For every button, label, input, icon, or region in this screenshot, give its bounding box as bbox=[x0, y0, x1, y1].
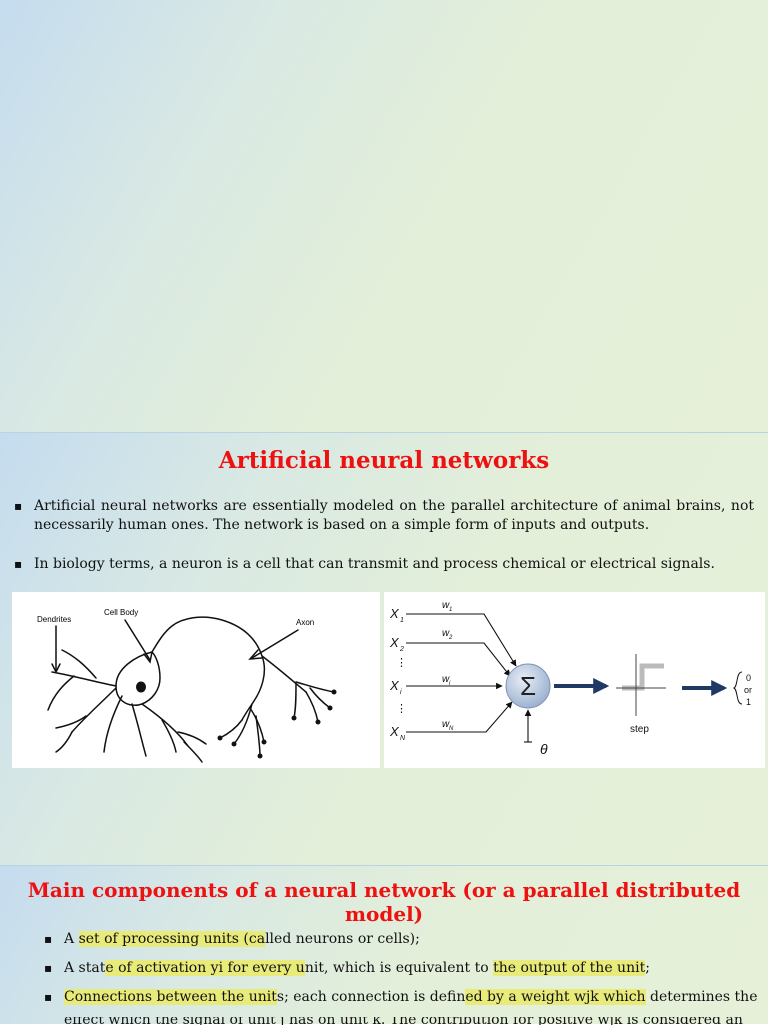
step-label: step bbox=[630, 724, 649, 735]
input-xi: X bbox=[389, 678, 400, 693]
ellipsis-dots: ⋮ bbox=[396, 703, 407, 715]
blank-slide bbox=[0, 0, 768, 433]
list-item: A set of processing units (called neuron… bbox=[44, 930, 744, 959]
weight-wn: w bbox=[442, 719, 450, 730]
components-list: A set of processing units (called neuron… bbox=[44, 930, 757, 1017]
ellipsis-dots: ⋮ bbox=[396, 657, 407, 669]
weight-w2-subscript: 2 bbox=[448, 635, 453, 641]
weight-w1: w bbox=[442, 600, 450, 611]
weight-wi-subscript: i bbox=[449, 681, 451, 687]
weight-w2: w bbox=[442, 628, 450, 639]
axon-label: Axon bbox=[296, 618, 314, 627]
threshold-theta: θ bbox=[540, 741, 548, 757]
cell-body-label: Cell Body bbox=[104, 608, 138, 617]
input-x1: X bbox=[389, 606, 400, 621]
sum-node bbox=[505, 663, 551, 709]
dendrites-label: Dendrites bbox=[37, 615, 71, 624]
step-function-icon bbox=[622, 663, 664, 691]
perceptron-diagram: X 1 X 2 X i X N w 1 w 2 w i w N ⋮ ⋮ θ bbox=[384, 592, 765, 768]
slide-title: Artificial neural networks bbox=[218, 447, 550, 474]
neuron-diagram: Dendrites Cell Body Axon bbox=[12, 592, 380, 768]
input-x1-subscript: 1 bbox=[400, 617, 404, 624]
output-zero: 0 bbox=[746, 673, 751, 683]
output-or: or bbox=[744, 685, 752, 695]
input-x2-subscript: 2 bbox=[399, 646, 404, 653]
sigma-icon: Σ bbox=[520, 671, 536, 701]
bullet-text: In biology terms, a neuron is a cell tha… bbox=[14, 555, 754, 574]
list-item: Connections between the units; each conn… bbox=[44, 988, 757, 1017]
weight-w1-subscript: 1 bbox=[449, 607, 452, 613]
input-xi-subscript: i bbox=[400, 689, 402, 696]
slide-artificial-neural-networks: Artificial neural networks Artificial ne… bbox=[0, 433, 768, 866]
cut-off-text-line: effect which the signal of unit j has on… bbox=[64, 1017, 743, 1025]
slide-title: Main components of a neural network (or … bbox=[27, 878, 741, 926]
input-xn-subscript: N bbox=[400, 735, 406, 742]
bullet-text: Artificial neural networks are essential… bbox=[14, 497, 754, 535]
weight-wi: w bbox=[442, 674, 450, 685]
list-item: A state of activation yi for every unit,… bbox=[44, 959, 744, 988]
weight-wn-subscript: N bbox=[449, 726, 454, 732]
output-one: 1 bbox=[746, 697, 751, 707]
input-x2: X bbox=[389, 635, 400, 650]
slide-main-components: Main components of a neural network (or … bbox=[0, 866, 768, 1025]
input-xn: X bbox=[389, 724, 400, 739]
